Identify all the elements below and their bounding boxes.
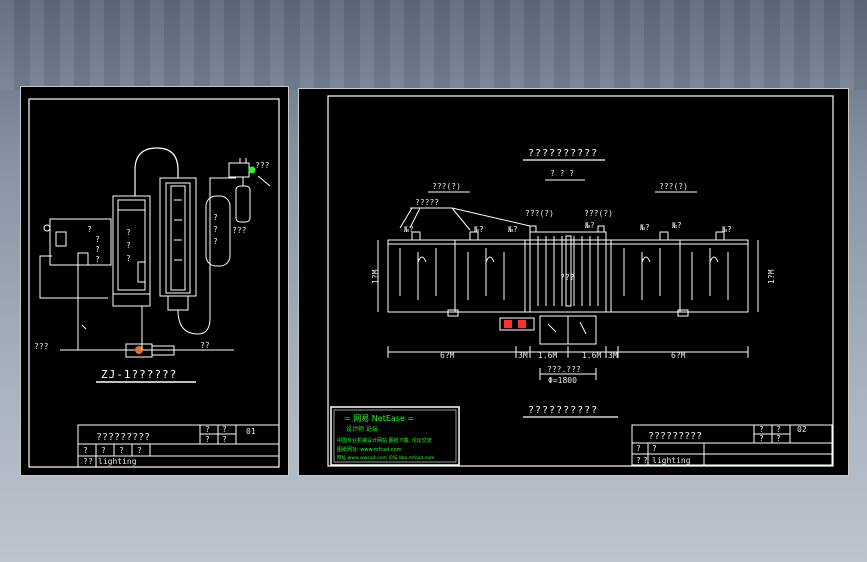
sheet-2-title-block	[631, 424, 833, 466]
callout-label: ?????	[415, 198, 439, 207]
tag-n2: №?	[473, 225, 484, 234]
gauge-icon	[55, 231, 67, 247]
control-col-label-d: ?	[95, 255, 100, 264]
left-section-label: ???(?)	[432, 182, 461, 191]
dim-total-label: ???.???	[547, 365, 581, 374]
tank-label-a: ?	[213, 213, 218, 222]
filter-label: ???	[255, 161, 270, 170]
brand-line-1: = 网易 NetEase =	[344, 414, 414, 423]
right-section-label: ???(?)	[659, 182, 688, 191]
tb1-cell-d: ?	[222, 435, 227, 444]
tag-center-left: ???(?)	[525, 209, 554, 218]
indicator-green-icon	[248, 166, 256, 174]
brand-line-3: 中国专业机械设计网站 图纸下载, 论坛交流	[337, 437, 432, 444]
sheet-1-title: ZJ-1??????	[101, 368, 177, 381]
column-1-label-b: ?	[126, 241, 131, 250]
brand-line-2: 设计师 论坛	[346, 425, 378, 433]
dim-small-left: 3M	[518, 351, 528, 360]
column-1-label-a: ?	[126, 228, 131, 237]
flow-meter-icon	[137, 261, 146, 283]
tb1-cell-c: ?	[205, 435, 210, 444]
pressure-tank[interactable]	[205, 195, 231, 267]
sheet-2-top-title: ??????????	[528, 148, 598, 159]
dim-height-left: 1?M	[371, 269, 380, 284]
dim-center-right: 1.6M	[582, 351, 601, 360]
sheet-2-titleblock-name: ?????????	[648, 431, 702, 442]
sheet-1-titleblock-name: ?????????	[96, 432, 150, 443]
tb1-row2-d: ?	[137, 446, 142, 455]
tank-label-b: ?	[213, 225, 218, 234]
control-col-label-a: ?	[87, 225, 92, 234]
tank-side-label: ???	[232, 226, 247, 235]
pipe-label-right: ??	[200, 341, 210, 350]
control-col-label-b: ?	[95, 235, 100, 244]
tag-n7: №?	[721, 225, 732, 234]
treatment-tank[interactable]	[387, 225, 749, 345]
brand-stamp: = 网易 NetEase = 设计师 论坛 中国专业机械设计网站 图纸下载, 论…	[330, 406, 460, 466]
hose-arch	[134, 147, 179, 196]
tag-n5: №?	[639, 223, 650, 232]
valve-icon	[43, 224, 51, 232]
sheet-2-inner-frame	[327, 95, 834, 467]
dim-height-right: 1?M	[767, 269, 776, 284]
pipe-label-left: ???	[34, 342, 49, 351]
tb1-row2-a: ?	[83, 446, 88, 455]
tb1-sheet-no: 01	[246, 427, 256, 436]
drawing-sheet-1[interactable]	[20, 86, 289, 476]
dim-right: 6?M	[671, 351, 686, 360]
tb2-row2-a: ?	[636, 444, 641, 453]
tb1-row2-b: ?	[101, 446, 106, 455]
pipe-left-loop	[39, 255, 108, 299]
tb2-cell-d: ?	[776, 434, 781, 443]
background-gradient	[0, 0, 867, 90]
sheet-2-subtitle: ? ? ?	[550, 169, 574, 178]
tb1-row3-b: ?	[88, 457, 93, 466]
sheet-1-title-block	[77, 424, 280, 468]
center-text: ???	[560, 273, 575, 282]
tb1-row3-a: ?	[83, 457, 88, 466]
brand-line-4: 图纸网址: www.mfcad.com	[337, 446, 402, 453]
tb2-row2-b: ?	[652, 444, 657, 453]
tb1-row2-c: ?	[119, 446, 124, 455]
dim-center-left: 1.6M	[538, 351, 557, 360]
tag-n3: №?	[507, 225, 518, 234]
tb2-sheet-no: 02	[797, 425, 807, 434]
control-col-label-c: ?	[95, 245, 100, 254]
dim-small-right: 3M	[608, 351, 618, 360]
dim-total-value: Φ=1800	[548, 376, 577, 385]
tb2-row3-c: lighting	[652, 456, 691, 465]
pump-red-icon	[504, 320, 512, 328]
column-1-label-c: ?	[126, 254, 131, 263]
dim-left: 6?M	[440, 351, 455, 360]
tag-n4: №?	[584, 221, 595, 230]
tb2-cell-a: ?	[759, 425, 764, 434]
tb1-row3-c: lighting	[98, 457, 137, 466]
sheet-2-bottom-title: ??????????	[528, 405, 598, 416]
tb2-cell-c: ?	[759, 434, 764, 443]
tb2-row3-b: ?	[643, 456, 648, 465]
tb2-row3-a: ?	[636, 456, 641, 465]
brand-line-5: 网址 www.wwcad.com 论坛 bbs.mfcad.com	[337, 454, 435, 461]
tank-label-c: ?	[213, 237, 218, 246]
tag-center-right: ???(?)	[584, 209, 613, 218]
pump-motor-icon	[135, 346, 143, 354]
tb1-cell-a: ?	[205, 425, 210, 434]
return-hose	[177, 196, 211, 335]
fitting-icon	[77, 252, 89, 266]
tb1-cell-b: ?	[222, 425, 227, 434]
tb2-cell-b: ?	[776, 425, 781, 434]
tag-n6: №?	[671, 221, 682, 230]
tag-n1: №?	[403, 225, 414, 234]
